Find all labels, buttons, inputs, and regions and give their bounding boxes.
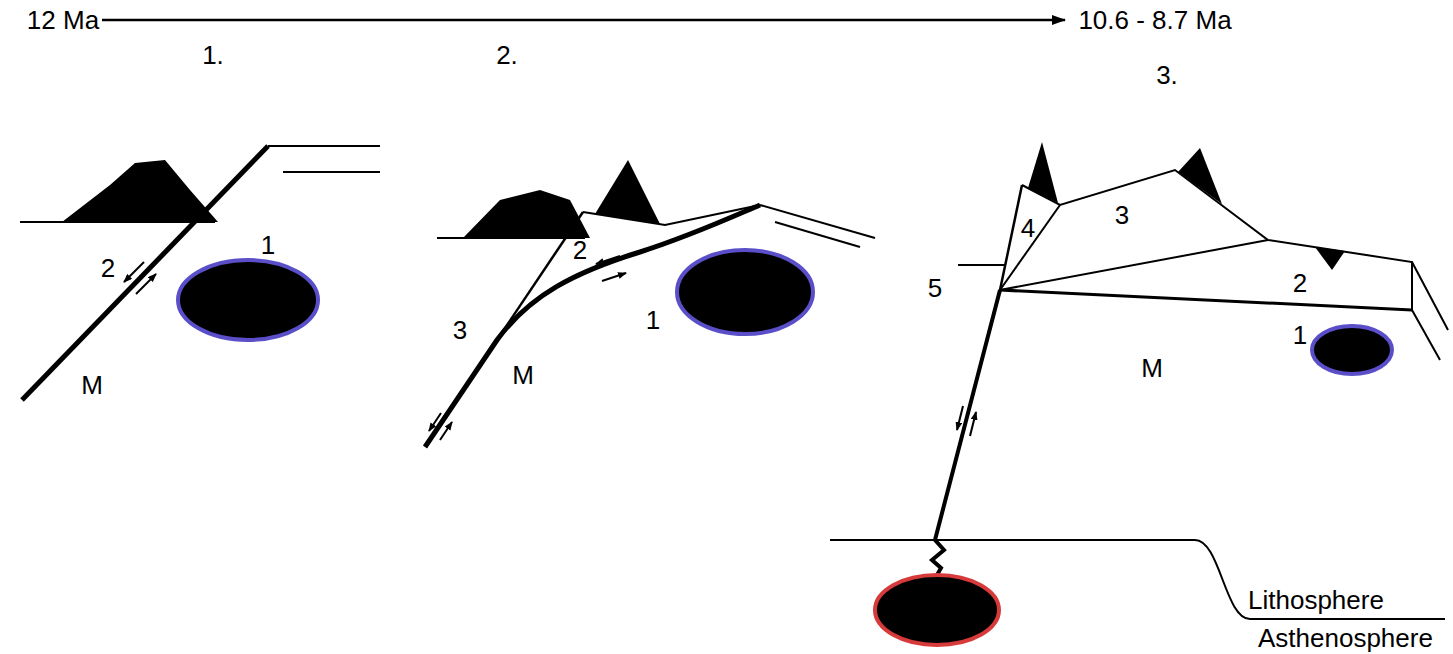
magma-body [1312,326,1392,374]
block-label: M [512,362,534,388]
block-number: 2 [573,237,587,263]
block-top [1022,170,1412,310]
block-number: 2 [1293,270,1307,296]
magma-body [178,260,318,340]
slip-arrow [596,256,620,264]
strata-line [1412,310,1440,360]
strata-line [760,205,875,238]
ground-line [958,264,1005,266]
block-number: 4 [1021,215,1035,241]
block-number: 3 [1115,202,1129,228]
block-number: 1 [261,232,275,258]
volcano [62,160,218,222]
slip-arrow [957,406,963,430]
asthenospheric-melt [875,575,999,645]
detachment-line [1000,290,1412,310]
layer-label: Lithosphere [1248,587,1384,613]
block-number: 1 [646,307,660,333]
block-label: M [1141,355,1163,381]
layer-label: Asthenosphere [1258,625,1433,651]
block-label: M [81,372,103,398]
block-number: 5 [928,275,942,301]
block-number: 2 [101,255,115,281]
strata-line [268,145,380,147]
time-arrow [102,19,1065,22]
block-number: 3 [453,317,467,343]
volcano [1028,142,1058,203]
panel-three [830,142,1448,645]
panel-two [425,160,875,447]
slip-arrow [970,412,976,436]
volcano [1178,148,1222,204]
slip-arrow [124,262,144,282]
slip-arrow [602,273,626,281]
strata-line [283,171,380,173]
strata-line [775,222,860,247]
panel-number: 1. [202,42,224,68]
slip-arrow [429,413,441,431]
panel-number: 2. [496,42,518,68]
block-number: 1 [1293,322,1307,348]
time-label: 10.6 - 8.7 Ma [1078,7,1231,33]
magma-body [677,250,813,334]
slip-arrow [136,274,156,294]
fault-line [932,290,1000,575]
fault-line [1000,240,1268,290]
volcano [595,160,660,224]
panel-number: 3. [1156,62,1178,88]
panel-one [20,146,380,400]
fault-line [1000,205,1060,290]
volcano [1315,247,1345,270]
time-label: 12 Ma [27,7,99,33]
slip-arrow [440,422,452,440]
